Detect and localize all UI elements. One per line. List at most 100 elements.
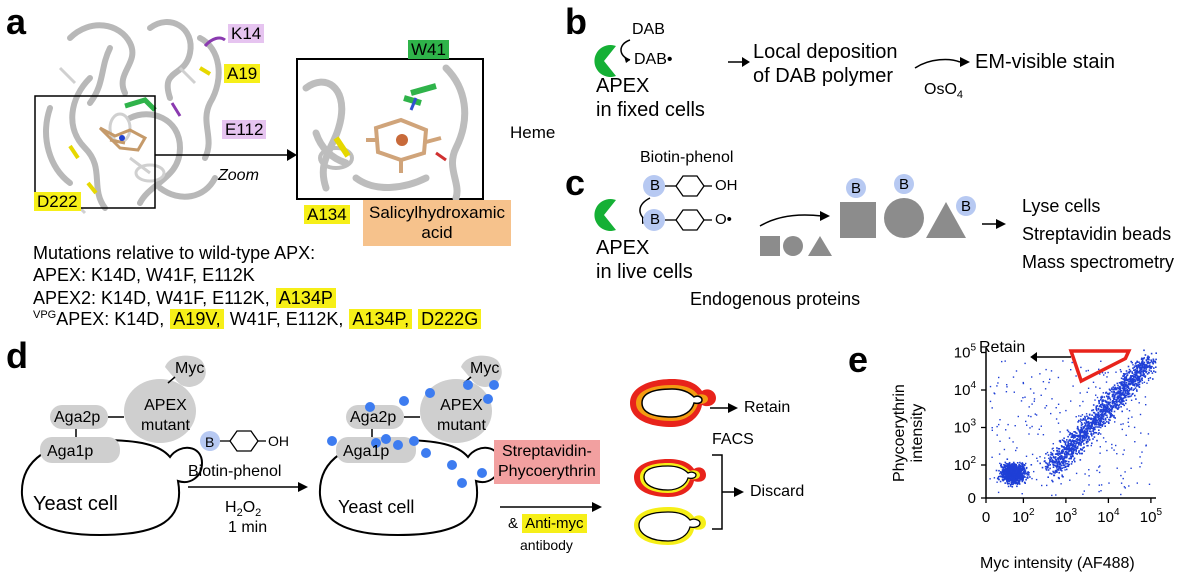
scatter-point	[1085, 423, 1087, 425]
apex-mutations: APEX: K14D, W41F, E112K	[33, 265, 255, 285]
scatter-point	[1014, 481, 1016, 483]
scatter-point	[1113, 391, 1116, 394]
scatter-point	[1008, 471, 1010, 474]
scatter-point	[1111, 395, 1114, 398]
scatter-point	[1123, 382, 1125, 385]
oh-label-c: OH	[715, 177, 738, 194]
scatter-point	[1018, 475, 1021, 477]
scatter-point	[1049, 458, 1051, 461]
local-deposition-line2: of DAB polymer	[753, 65, 894, 87]
scatter-point	[1071, 436, 1073, 438]
scatter-point	[1140, 371, 1142, 374]
scatter-point	[1104, 412, 1107, 415]
scatter-point	[1019, 473, 1021, 476]
scatter-point	[1084, 417, 1086, 419]
scatter-point	[1063, 461, 1065, 463]
scatter-point	[1070, 436, 1073, 438]
scatter-point	[1047, 454, 1050, 456]
scatter-point	[1119, 393, 1121, 396]
scatter-point	[1116, 387, 1119, 389]
scatter-point	[1060, 468, 1062, 470]
scatter-point	[1103, 408, 1105, 411]
scatter-point	[1009, 465, 1011, 468]
scatter-point	[1095, 426, 1097, 428]
scatter-point	[1083, 433, 1086, 436]
biotin-b-icon-2: B	[650, 211, 661, 228]
scatter-point	[1058, 461, 1060, 463]
scatter-point	[1017, 415, 1019, 418]
scatter-point	[1006, 479, 1009, 481]
apex-fixed-label: APEX in fixed cells	[596, 74, 705, 122]
scatter-point	[1082, 417, 1085, 420]
scatter-point	[1110, 412, 1112, 415]
scatter-point	[1010, 469, 1012, 471]
scatter-point	[1128, 389, 1130, 392]
scatter-point	[1113, 384, 1116, 386]
apex-mutant-1-line1: APEX	[144, 397, 187, 414]
aga2p-label-1: Aga2p	[54, 409, 101, 426]
apex-fixed-name: APEX	[596, 75, 650, 97]
scatter-point	[1021, 477, 1024, 479]
scatter-point	[1138, 402, 1140, 404]
scatter-point	[1063, 464, 1066, 466]
scatter-point	[1094, 423, 1096, 426]
anti-myc-row: & Anti-myc	[508, 514, 587, 533]
scatter-point	[1019, 466, 1021, 468]
scatter-point	[1022, 468, 1025, 470]
scatter-point	[1076, 442, 1078, 444]
scatter-point	[1123, 396, 1126, 398]
scatter-point	[1144, 354, 1147, 356]
scatter-point	[1098, 401, 1100, 403]
scatter-point	[1092, 411, 1095, 414]
scatter-point	[1088, 423, 1090, 425]
scatter-point	[1097, 423, 1099, 426]
scatter-point	[1086, 415, 1088, 417]
scatter-point	[1142, 369, 1145, 372]
scatter-point	[1083, 443, 1085, 445]
scatter-point	[1136, 361, 1138, 363]
scatter-point	[989, 478, 991, 480]
scatter-point	[1017, 472, 1020, 474]
scatter-point	[1122, 453, 1124, 456]
one-min-label: 1 min	[228, 519, 268, 536]
scatter-point	[1133, 388, 1135, 390]
scatter-point	[1049, 459, 1051, 462]
scatter-point	[1007, 485, 1010, 488]
scatter-point	[1030, 464, 1033, 466]
scatter-point	[1045, 405, 1048, 407]
scatter-point	[1141, 368, 1143, 371]
scatter-point	[1094, 421, 1097, 424]
scatter-point	[1035, 478, 1038, 481]
scatter-point	[1098, 426, 1101, 428]
scatter-point	[1120, 393, 1123, 396]
scatter-point	[1118, 390, 1121, 393]
scatter-point	[1058, 465, 1061, 468]
scatter-point	[1094, 419, 1096, 421]
scatter-point	[1052, 450, 1055, 452]
scatter-point	[1141, 377, 1143, 379]
scatter-point	[1064, 460, 1067, 462]
scatter-point	[1115, 444, 1117, 447]
scatter-point	[991, 407, 993, 409]
y-tick-label: 103	[954, 418, 977, 437]
scatter-point	[1114, 406, 1117, 409]
apex-live-label: APEX in live cells	[596, 236, 693, 284]
scatter-point	[1007, 463, 1009, 466]
scatter-point	[1071, 434, 1074, 436]
scatter-point	[1095, 394, 1097, 396]
scatter-point	[1063, 448, 1066, 451]
scatter-point	[1060, 445, 1063, 447]
scatter-point	[1082, 426, 1084, 428]
scatter-point	[1068, 434, 1071, 436]
scatter-point	[1087, 417, 1089, 419]
scatter-point	[1002, 476, 1004, 479]
scatter-point	[1111, 443, 1113, 446]
scatter-point	[1105, 381, 1108, 383]
scatter-point	[1017, 465, 1020, 468]
scatter-point	[1087, 387, 1090, 389]
scatter-point	[1133, 375, 1135, 378]
scatter-point	[1097, 411, 1099, 414]
scatter-point	[1122, 393, 1125, 396]
scatter-point	[1001, 360, 1003, 363]
scatter-point	[1056, 453, 1059, 455]
